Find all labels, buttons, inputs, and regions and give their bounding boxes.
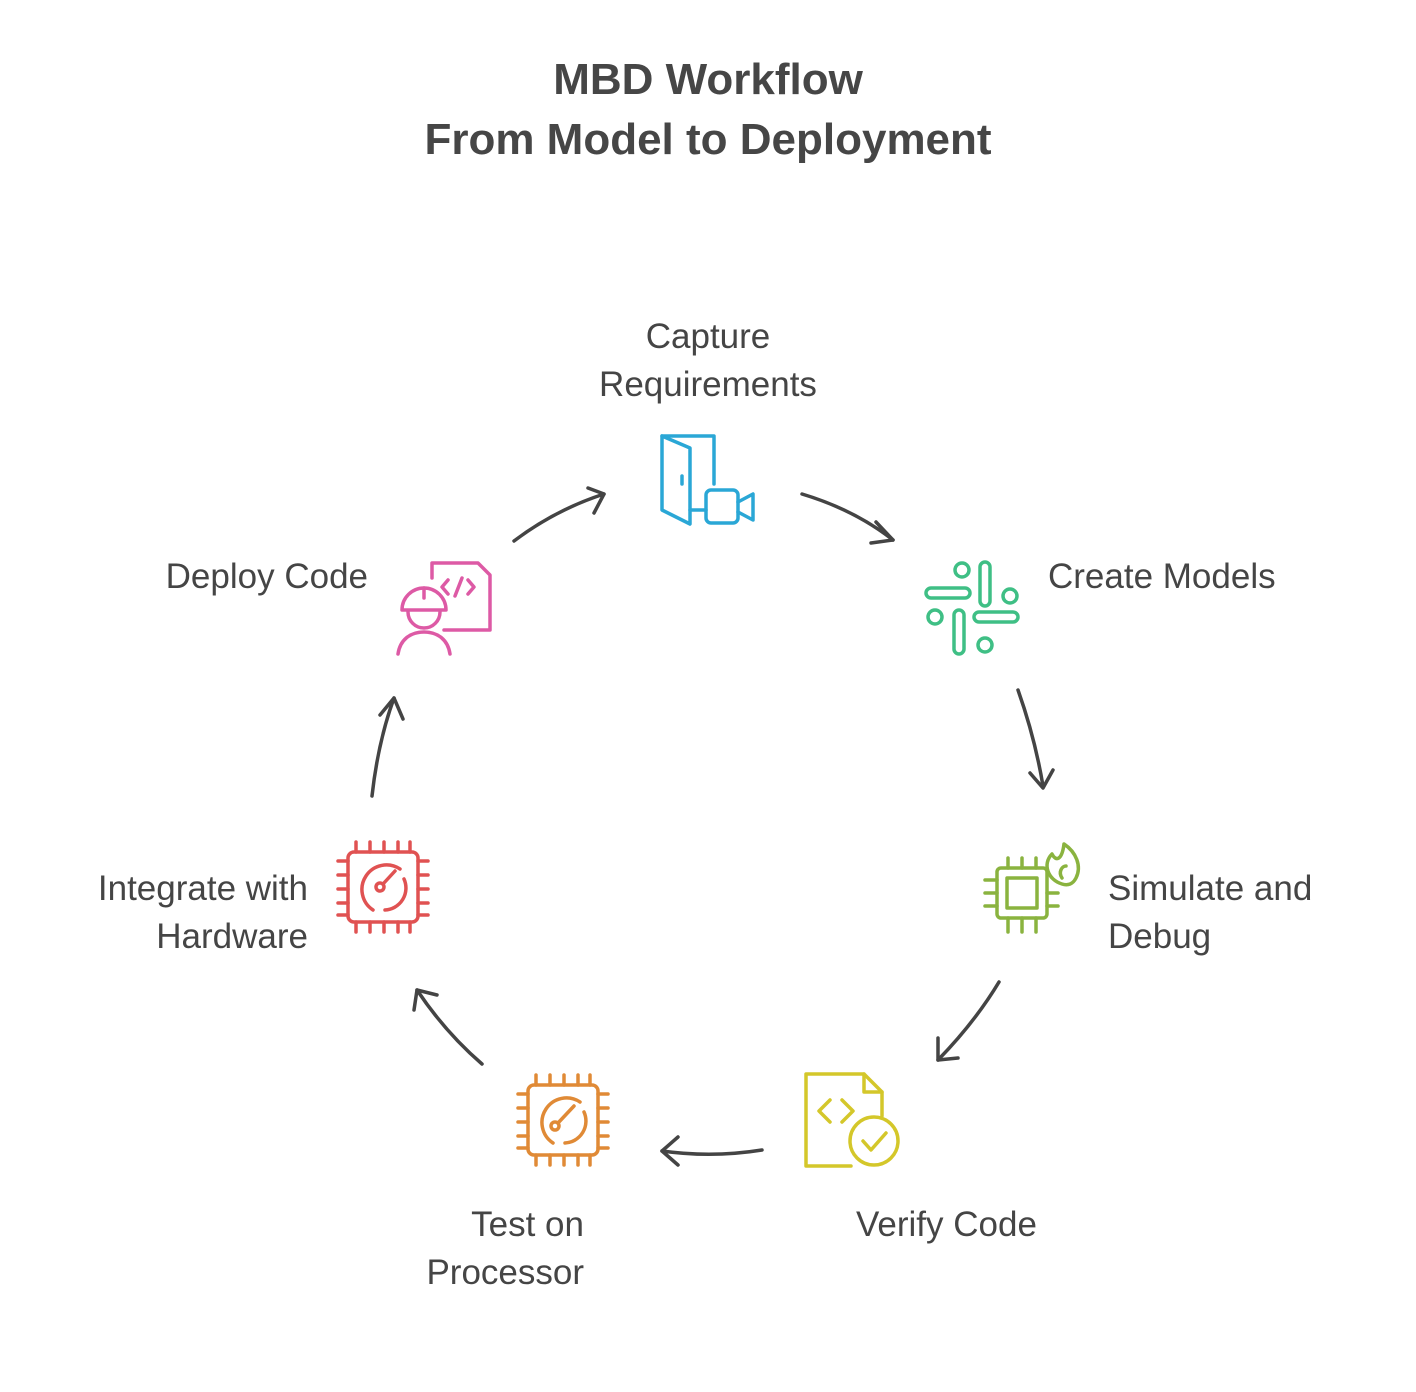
engineer-code-icon [396,561,492,656]
arrow-verify-to-test [660,1148,764,1157]
chip-gauge-icon-red [336,840,430,934]
arrow-simulate-to-verify [936,980,1001,1062]
arrow-integrate-to-deploy [370,696,396,798]
arrowhead-integrate-to-deploy [378,696,405,721]
step-label-create-models: Create Models [1048,557,1276,596]
diagram-title-line2: From Model to Deployment [424,115,992,164]
step-label-verify-code: Verify Code [856,1205,1037,1244]
arrow-capture-to-create [800,492,895,542]
arrow-test-to-integrate [415,988,484,1066]
door-video-icon [660,434,755,526]
arrowhead-simulate-to-verify [936,1036,960,1062]
code-file-check-icon [804,1072,900,1168]
arrow-create-to-simulate [1016,688,1045,788]
arrowhead-capture-to-create [869,520,895,545]
arrowhead-deploy-to-capture [586,486,606,515]
arrowhead-verify-to-test [660,1135,680,1167]
slack-grid-icon [924,560,1020,656]
arrowhead-create-to-simulate [1028,768,1055,790]
arrow-deploy-to-capture [512,492,606,543]
chip-gauge-icon-orange [516,1073,610,1167]
diagram-title-line1: MBD Workflow [553,55,863,104]
step-label-deploy-code: Deploy Code [165,557,368,596]
arrowhead-test-to-integrate [412,988,439,1012]
chip-flame-icon [983,842,1081,934]
